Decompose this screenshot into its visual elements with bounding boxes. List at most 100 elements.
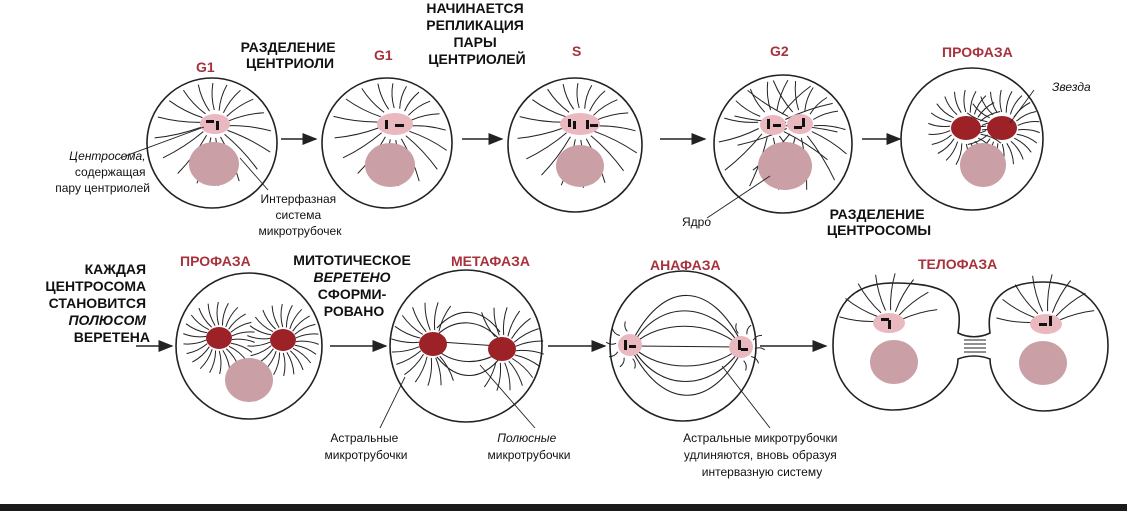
label-interphase-microtubules: Интерфазная система микротрубочек bbox=[259, 192, 343, 238]
microtubule bbox=[783, 131, 828, 161]
centrosome bbox=[200, 114, 230, 134]
microtubule bbox=[399, 86, 407, 109]
microtubule bbox=[517, 127, 565, 139]
microtubule bbox=[980, 111, 1001, 122]
caption-spindle-formed: МИТОТИЧЕСКОЕ ВЕРЕТЕНО СФОРМИ- РОВАНО bbox=[293, 252, 414, 319]
label-astral-microtubules: Астральные микротрубочки bbox=[325, 431, 408, 462]
microtubule bbox=[562, 84, 575, 110]
microtubule bbox=[247, 335, 271, 340]
microtubule bbox=[1002, 299, 1035, 319]
microtubule bbox=[408, 100, 431, 116]
microtubule bbox=[724, 117, 759, 123]
microtubule bbox=[507, 310, 521, 337]
microtubule bbox=[254, 316, 274, 333]
microtubule bbox=[857, 283, 882, 314]
microtubule bbox=[806, 135, 836, 181]
microtubule bbox=[875, 274, 886, 311]
microtubule bbox=[250, 345, 272, 357]
microtubule bbox=[1005, 91, 1013, 113]
cell-prophase-top bbox=[900, 67, 1044, 211]
microtubule bbox=[928, 130, 951, 135]
microtubule bbox=[776, 79, 789, 111]
nucleus bbox=[189, 142, 239, 186]
microtubule bbox=[511, 358, 534, 378]
microtubule bbox=[216, 301, 220, 326]
microtubule bbox=[967, 134, 988, 145]
microtubule bbox=[225, 306, 239, 328]
aster-center bbox=[488, 337, 516, 361]
microtubule bbox=[973, 95, 987, 115]
microtubule bbox=[282, 352, 286, 377]
microtubule bbox=[218, 350, 222, 375]
caption-each-centrosome: КАЖДАЯ ЦЕНТРОСОМА СТАНОВИТСЯ ПОЛЮСОМ ВЕР… bbox=[45, 261, 150, 345]
microtubule bbox=[186, 343, 208, 355]
microtubule bbox=[972, 103, 990, 119]
microtubule bbox=[513, 328, 539, 343]
microtubule bbox=[377, 83, 390, 110]
microtubule bbox=[504, 362, 511, 391]
microtubule bbox=[980, 133, 1002, 144]
microtubule bbox=[632, 358, 636, 369]
microtubule bbox=[289, 308, 303, 330]
microtubule bbox=[1013, 102, 1031, 118]
microtubule bbox=[813, 125, 846, 131]
microtubule bbox=[996, 317, 1034, 323]
microtubule bbox=[496, 362, 502, 391]
microtubule bbox=[772, 80, 794, 113]
microtubule bbox=[289, 350, 304, 371]
label-nucleus: Ядро bbox=[682, 215, 711, 229]
nucleus bbox=[556, 145, 604, 187]
microtubule bbox=[611, 328, 620, 336]
stage-s: S bbox=[572, 43, 581, 59]
microtubule bbox=[207, 303, 216, 326]
microtubule bbox=[1058, 310, 1095, 321]
microtubule bbox=[724, 133, 763, 171]
microtubule bbox=[333, 115, 380, 123]
microtubule bbox=[541, 136, 571, 176]
microtubule bbox=[410, 113, 440, 121]
label-centrosome: Центросома, содержащая пару центриолей bbox=[55, 147, 150, 195]
microtubule bbox=[218, 84, 228, 111]
microtubule bbox=[1055, 292, 1086, 317]
caption-replication: НАЧИНАЕТСЯ РЕПЛИКАЦИЯ ПАРЫ ЦЕНТРИОЛЕЙ bbox=[426, 0, 528, 67]
microtubule bbox=[405, 135, 438, 170]
cell-metaphase bbox=[389, 269, 544, 423]
stage-anaphase: АНАФАЗА bbox=[650, 257, 721, 273]
microtubule bbox=[514, 354, 541, 368]
microtubule bbox=[412, 307, 427, 333]
microtubule bbox=[894, 279, 914, 312]
nucleus bbox=[1019, 341, 1067, 385]
caption-centrosome-separation: РАЗДЕЛЕНИЕ ЦЕНТРОСОМЫ bbox=[827, 206, 931, 238]
microtubule bbox=[1010, 140, 1024, 160]
microtubule bbox=[396, 350, 422, 365]
microtubule bbox=[262, 309, 277, 330]
microtubule bbox=[345, 98, 381, 118]
microtubule bbox=[747, 90, 789, 117]
microtubule bbox=[781, 85, 811, 115]
microtubule bbox=[589, 90, 606, 112]
microtubule bbox=[427, 357, 433, 386]
microtubule bbox=[292, 347, 312, 364]
microtubule bbox=[1047, 274, 1053, 312]
microtubule bbox=[190, 314, 210, 331]
microtubule bbox=[752, 334, 763, 341]
microtubule bbox=[590, 135, 625, 172]
microtubule bbox=[211, 82, 215, 111]
stage-telophase: ТЕЛОФАЗА bbox=[918, 256, 997, 272]
aster-center bbox=[987, 116, 1017, 140]
microtubule bbox=[493, 307, 500, 336]
microtubule bbox=[230, 321, 252, 333]
microtubule bbox=[963, 89, 967, 113]
microtubule bbox=[1006, 143, 1014, 165]
microtubule bbox=[576, 83, 580, 109]
microtubule bbox=[483, 361, 497, 388]
microtubule bbox=[718, 128, 759, 143]
nucleus bbox=[225, 358, 273, 402]
microtubule bbox=[809, 97, 828, 115]
microtubule bbox=[547, 88, 570, 113]
aster-center bbox=[419, 332, 447, 356]
label-polar-microtubules: Полюсные микротрубочки bbox=[488, 429, 571, 462]
microtubule bbox=[954, 91, 962, 113]
microtubule bbox=[813, 110, 839, 120]
microtubule bbox=[966, 112, 988, 123]
